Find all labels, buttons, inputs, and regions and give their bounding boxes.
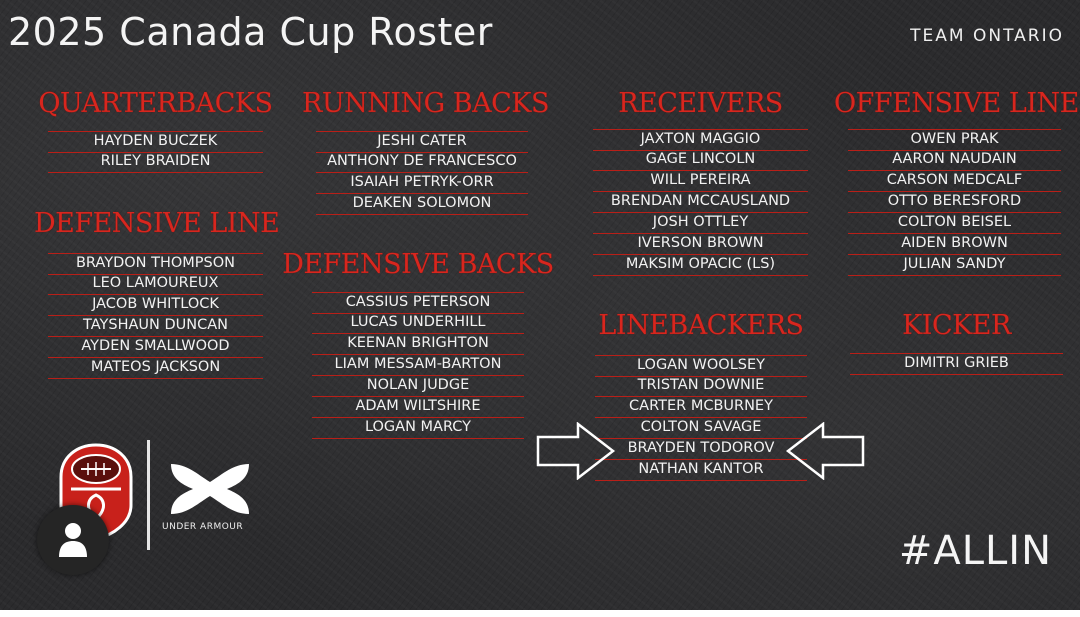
player-item: AARON NAUDAIN <box>848 150 1061 171</box>
section-heading: RECEIVERS <box>618 88 783 119</box>
player-list: CASSIUS PETERSON LUCAS UNDERHILL KEENAN … <box>312 292 524 439</box>
player-item: NATHAN KANTOR <box>595 460 807 481</box>
arrow-right-icon <box>536 422 616 480</box>
player-item: DEAKEN SOLOMON <box>316 194 528 215</box>
player-item: NOLAN JUDGE <box>312 376 524 397</box>
section-heading: DEFENSIVE LINE <box>34 208 280 239</box>
player-item: COLTON BEISEL <box>848 213 1061 234</box>
player-item: LOGAN MARCY <box>312 418 524 439</box>
section-heading: KICKER <box>902 310 1011 341</box>
under-armour-logo <box>171 464 249 514</box>
player-list: DIMITRI GRIEB <box>850 353 1063 375</box>
section-heading: LINEBACKERS <box>598 310 804 341</box>
player-list: JESHI CATER ANTHONY DE FRANCESCO ISAIAH … <box>316 131 528 215</box>
player-item: OTTO BERESFORD <box>848 192 1061 213</box>
poster-title: 2025 Canada Cup Roster <box>8 10 493 54</box>
player-item: JACOB WHITLOCK <box>48 295 263 316</box>
player-item: ISAIAH PETRYK-ORR <box>316 173 528 194</box>
player-item: TAYSHAUN DUNCAN <box>48 316 263 337</box>
player-item: LUCAS UNDERHILL <box>312 313 524 334</box>
arrow-left-icon <box>785 422 865 480</box>
player-item: KEENAN BRIGHTON <box>312 334 524 355</box>
section-linebackers: LINEBACKERS LOGAN WOOLSEY TRISTAN DOWNIE… <box>595 309 807 481</box>
player-list: JAXTON MAGGIO GAGE LINCOLN WILL PEREIRA … <box>593 129 808 276</box>
player-item: COLTON SAVAGE <box>595 418 807 439</box>
profile-avatar[interactable] <box>37 505 109 575</box>
section-quarterbacks: QUARTERBACKS HAYDEN BUCZEK RILEY BRAIDEN <box>38 87 273 173</box>
section-offensive-line: OFFENSIVE LINE OWEN PRAK AARON NAUDAIN C… <box>834 87 1079 276</box>
player-item: CASSIUS PETERSON <box>312 292 524 314</box>
player-item: AIDEN BROWN <box>848 234 1061 255</box>
section-kicker: KICKER DIMITRI GRIEB <box>850 309 1063 375</box>
player-item: HAYDEN BUCZEK <box>48 131 263 153</box>
player-item: DIMITRI GRIEB <box>850 353 1063 375</box>
section-heading: DEFENSIVE BACKS <box>282 249 554 280</box>
player-item: LIAM MESSAM-BARTON <box>312 355 524 376</box>
section-heading: RUNNING BACKS <box>302 88 549 119</box>
team-name: TEAM ONTARIO <box>910 26 1064 46</box>
player-list: HAYDEN BUCZEK RILEY BRAIDEN <box>48 131 263 173</box>
player-list: LOGAN WOOLSEY TRISTAN DOWNIE CARTER MCBU… <box>595 355 807 481</box>
player-list: OWEN PRAK AARON NAUDAIN CARSON MEDCALF O… <box>848 129 1061 276</box>
section-defensive-backs: DEFENSIVE BACKS CASSIUS PETERSON LUCAS U… <box>282 248 554 439</box>
player-item: ANTHONY DE FRANCESCO <box>316 152 528 173</box>
player-item: TRISTAN DOWNIE <box>595 376 807 397</box>
player-item: BRENDAN MCCAUSLAND <box>593 192 808 213</box>
player-item: JESHI CATER <box>316 131 528 153</box>
player-list: BRAYDON THOMPSON LEO LAMOUREUX JACOB WHI… <box>48 253 263 379</box>
section-receivers: RECEIVERS JAXTON MAGGIO GAGE LINCOLN WIL… <box>593 87 808 276</box>
player-item: LEO LAMOUREUX <box>48 274 263 295</box>
player-item: CARSON MEDCALF <box>848 171 1061 192</box>
player-item: IVERSON BROWN <box>593 234 808 255</box>
player-item: MATEOS JACKSON <box>48 358 263 379</box>
player-item: GAGE LINCOLN <box>593 150 808 171</box>
section-heading: OFFENSIVE LINE <box>834 88 1079 119</box>
section-defensive-line: DEFENSIVE LINE BRAYDON THOMPSON LEO LAMO… <box>34 207 280 379</box>
hashtag: #ALLIN <box>898 528 1052 574</box>
section-running-backs: RUNNING BACKS JESHI CATER ANTHONY DE FRA… <box>302 87 549 215</box>
under-armour-wordmark: UNDER ARMOUR <box>162 522 244 532</box>
player-item: LOGAN WOOLSEY <box>595 355 807 377</box>
section-heading: QUARTERBACKS <box>38 88 273 119</box>
player-item: JOSH OTTLEY <box>593 213 808 234</box>
player-item: JULIAN SANDY <box>848 255 1061 276</box>
user-icon <box>59 523 87 557</box>
player-item: WILL PEREIRA <box>593 171 808 192</box>
player-item: BRAYDEN TODOROV <box>595 439 807 460</box>
player-item: CARTER MCBURNEY <box>595 397 807 418</box>
player-item: MAKSIM OPACIC (LS) <box>593 255 808 276</box>
player-item: BRAYDON THOMPSON <box>48 253 263 275</box>
player-item: ADAM WILTSHIRE <box>312 397 524 418</box>
player-item: JAXTON MAGGIO <box>593 129 808 151</box>
logo-divider <box>147 440 150 550</box>
player-item: OWEN PRAK <box>848 129 1061 151</box>
player-item: AYDEN SMALLWOOD <box>48 337 263 358</box>
player-item: RILEY BRAIDEN <box>48 152 263 173</box>
